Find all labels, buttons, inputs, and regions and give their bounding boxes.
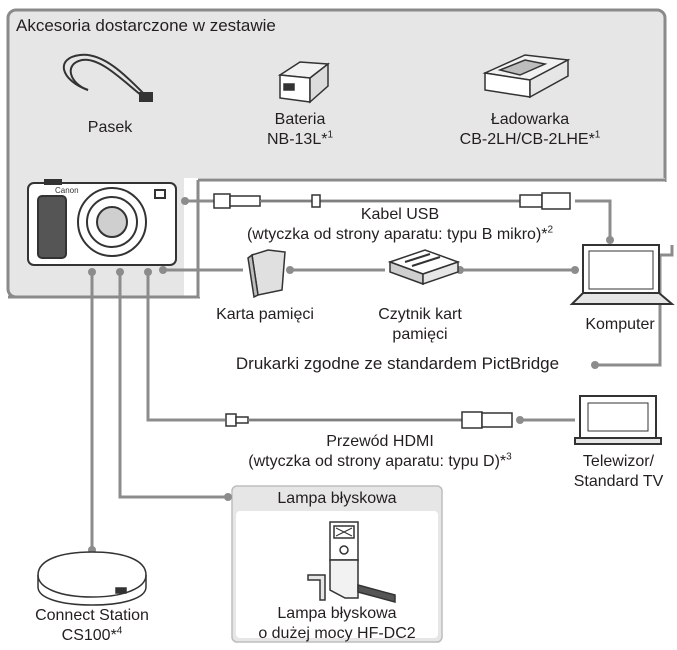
card-reader-label: Czytnik kart pamięci [355, 305, 485, 345]
card-reader-label-line1: Czytnik kart [378, 306, 462, 323]
memory-card-icon [247, 249, 286, 299]
usb-cable-label-line2: (wtyczka od strony aparatu: typu B mikro… [246, 226, 548, 243]
usb-cable-label-line1: Kabel USB [360, 206, 440, 223]
usb-cable-label: Kabel USB (wtyczka od strony aparatu: ty… [200, 205, 600, 245]
usb-cable-icon [213, 192, 571, 210]
computer-icon [569, 244, 675, 305]
flash-label-line1: Lampa błyskowa [277, 605, 397, 622]
tv-icon [574, 395, 662, 445]
printers-label: Drukarki zgodne ze standardem PictBridge [235, 354, 560, 373]
card-reader-label-line2: pamięci [392, 326, 448, 343]
hdmi-cable-label: Przewód HDMI (wtyczka od strony aparatu:… [200, 432, 560, 472]
connect-station-label-line2: CS100* [61, 627, 117, 644]
tv-label-line2: Standard TV [573, 473, 664, 490]
accessories-box-title: Akcesoria dostarczone w zestawie [16, 16, 276, 35]
connect-station-label-line1: Connect Station [35, 607, 149, 624]
hdmi-cable-footnote: 3 [506, 451, 512, 463]
charger-label-line1: Ładowarka [490, 111, 570, 128]
tv-label-line1: Telewizor/ [582, 453, 655, 470]
camera-icon [27, 179, 177, 266]
flash-box-title: Lampa błyskowa [277, 490, 397, 507]
flash-icon [307, 521, 396, 603]
charger-footnote: 1 [594, 129, 601, 141]
flash-label: Lampa błyskowa o dużej mocy HF-DC2 [236, 604, 438, 644]
flash-label-line2: o dużej mocy HF-DC2 [258, 625, 416, 642]
battery-label-line2: NB-13L* [266, 131, 328, 148]
battery-footnote: 1 [327, 129, 334, 141]
connect-station-footnote: 4 [116, 625, 123, 637]
strap-icon [62, 53, 153, 102]
battery-icon [277, 61, 331, 104]
battery-label-line1: Bateria [274, 111, 326, 128]
strap-label: Pasek [87, 119, 133, 136]
connection-lines [90, 199, 674, 550]
charger-label: Ładowarka CB-2LH/CB-2LHE*1 [440, 110, 620, 150]
memory-card-label: Karta pamięci [216, 306, 314, 323]
usb-cable-footnote: 2 [547, 224, 554, 236]
card-reader-icon [387, 249, 461, 286]
tv-label: Telewizor/ Standard TV [560, 452, 677, 492]
charger-label-line2: CB-2LH/CB-2LHE* [459, 131, 595, 148]
hdmi-cable-label-line1: Przewód HDMI [326, 433, 434, 450]
camera-brand-text: Canon [55, 186, 79, 195]
charger-icon [482, 54, 571, 99]
connect-station-label: Connect Station CS100*4 [12, 606, 172, 646]
hdmi-cable-label-line2: (wtyczka od strony aparatu: typu D)* [248, 453, 507, 470]
computer-label: Komputer [585, 316, 655, 333]
connect-station-icon [37, 551, 147, 606]
hdmi-cable-icon [225, 411, 513, 429]
battery-label: Bateria NB-13L*1 [240, 110, 360, 150]
